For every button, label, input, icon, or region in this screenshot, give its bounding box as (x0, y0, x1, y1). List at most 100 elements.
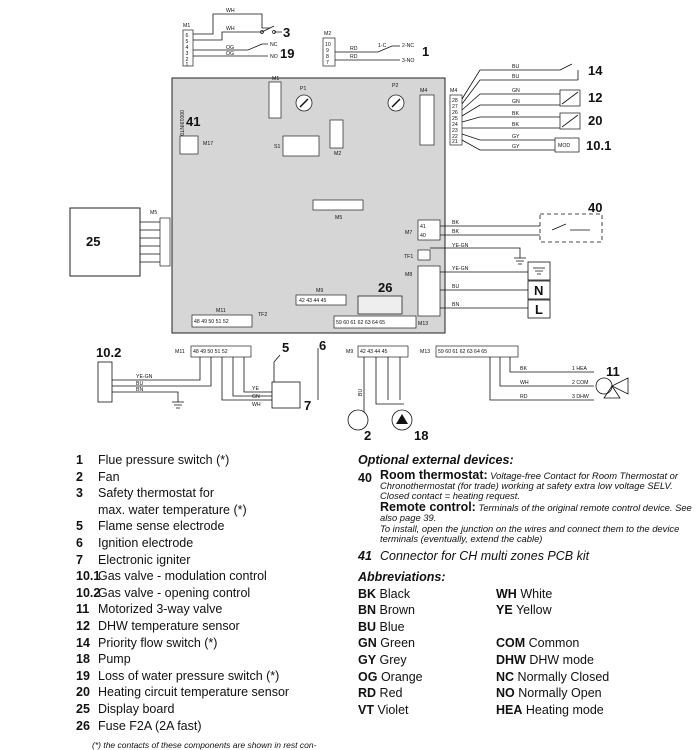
legend-text: Loss of water pressure switch (*) (98, 668, 280, 683)
svg-text:M13: M13 (418, 321, 428, 327)
svg-text:NC: NC (270, 42, 278, 48)
svg-text:59 60 61 62 63 64 65: 59 60 61 62 63 64 65 (336, 320, 385, 326)
svg-text:BK: BK (452, 220, 459, 226)
callout-41: 41 (186, 114, 200, 129)
svg-text:GN: GN (512, 88, 520, 94)
svg-text:M4: M4 (450, 88, 457, 94)
priority-flow-switch (559, 63, 579, 80)
kit-entry: 41 Connector for CH multi zones PCB kit (358, 549, 590, 564)
svg-text:6: 6 (186, 33, 189, 39)
m4-board-connector (419, 94, 435, 146)
svg-text:TF2: TF2 (258, 312, 267, 318)
abbreviations-heading: Abbreviations: (358, 570, 446, 585)
optional-devices-panel: Optional external devices: 40 Room therm… (358, 452, 694, 718)
svg-text:WH: WH (252, 402, 261, 408)
callout-5: 5 (282, 340, 289, 355)
svg-text:BN: BN (136, 387, 143, 393)
svg-text:L: L (535, 302, 543, 317)
svg-text:WH: WH (226, 26, 235, 32)
legend-text: Gas valve - modulation control (98, 569, 267, 584)
svg-text:M5: M5 (335, 215, 342, 221)
svg-text:3: 3 (186, 51, 189, 57)
svg-text:NO: NO (270, 54, 278, 60)
display-board (69, 207, 141, 277)
callout-10-1: 10.1 (586, 138, 611, 153)
legend-text: Priority flow switch (*) (98, 635, 218, 650)
abbreviation-item: OG Orange (358, 669, 423, 684)
gas-valve-mod (554, 137, 580, 153)
callout-18: 18 (414, 428, 428, 443)
svg-text:M17: M17 (203, 141, 213, 147)
svg-text:MOD: MOD (558, 143, 570, 149)
svg-text:P2: P2 (392, 83, 398, 89)
svg-text:48 49 50 51 52: 48 49 50 51 52 (193, 349, 228, 355)
svg-text:BN: BN (452, 302, 459, 308)
m17-connector (179, 135, 199, 155)
svg-text:28: 28 (452, 98, 458, 104)
legend-number: 5 (76, 519, 83, 534)
svg-text:M11: M11 (175, 349, 185, 355)
abbreviation-item: GY Grey (358, 653, 407, 667)
callout-20: 20 (588, 113, 602, 128)
svg-text:BU: BU (452, 284, 459, 290)
legend-text: Flame sense electrode (98, 519, 225, 534)
m8-connector (417, 265, 441, 317)
legend-text: Heating circuit temperature sensor (98, 685, 290, 700)
svg-text:25: 25 (452, 116, 458, 122)
svg-text:OG: OG (226, 45, 234, 51)
svg-text:1-C: 1-C (378, 43, 387, 49)
footnote: (*) the contacts of these components are… (92, 740, 317, 750)
svg-text:42 43 44 45: 42 43 44 45 (360, 349, 388, 355)
svg-text:4: 4 (186, 45, 189, 51)
legend-number: 26 (76, 718, 90, 733)
legend-text: Pump (98, 652, 131, 667)
svg-text:N: N (534, 283, 543, 298)
svg-text:M5: M5 (150, 210, 157, 216)
svg-text:2 COM: 2 COM (572, 380, 588, 386)
svg-text:3 DHW: 3 DHW (572, 394, 589, 400)
callout-14: 14 (588, 63, 603, 78)
callout-3: 3 (283, 25, 290, 40)
electronic-igniter (271, 381, 301, 409)
room-thermostat-box (539, 213, 603, 243)
legend-number: 7 (76, 552, 83, 567)
board-code: 00019INT03 (178, 110, 184, 139)
callout-10-2: 10.2 (96, 345, 121, 360)
svg-text:2: 2 (186, 57, 189, 63)
svg-text:RD: RD (350, 54, 358, 60)
callout-6: 6 (319, 338, 326, 353)
m2-label: M2 (324, 31, 331, 37)
callout-25: 25 (86, 234, 100, 249)
main-pcb (171, 77, 446, 334)
svg-text:GN: GN (252, 394, 260, 400)
svg-text:41: 41 (420, 224, 426, 230)
svg-text:TF1: TF1 (404, 254, 413, 260)
abbreviation-item: WH White (496, 586, 553, 601)
svg-text:YE-GN: YE-GN (136, 374, 153, 380)
svg-text:9: 9 (326, 48, 329, 54)
m1-board-connector (268, 81, 282, 119)
room-thermostat-title: Room thermostat: (380, 467, 488, 482)
abbreviation-item: BU Blue (358, 619, 405, 634)
legend-number: 10.2 (76, 585, 101, 600)
svg-text:YE-GN: YE-GN (452, 243, 469, 249)
legend-text: Gas valve - opening control (98, 585, 251, 600)
svg-text:48 49 50 51 52: 48 49 50 51 52 (194, 319, 229, 325)
legend-item: 5 Flame sense electrode (76, 518, 358, 535)
abbreviation-item: YE Yellow (496, 603, 552, 618)
m11-connector (190, 345, 252, 358)
gas-valve-open (97, 361, 113, 403)
callout-40: 40 (588, 200, 602, 215)
legend-number: 25 (76, 701, 90, 716)
svg-text:5: 5 (186, 39, 189, 45)
optional-heading: Optional external devices: (358, 453, 514, 467)
legend-text: Fuse F2A (2A fast) (98, 718, 202, 733)
remote-control-title: Remote control: (380, 499, 476, 514)
legend-number: 18 (76, 652, 90, 667)
abbreviation-item: VT Violet (358, 702, 409, 717)
